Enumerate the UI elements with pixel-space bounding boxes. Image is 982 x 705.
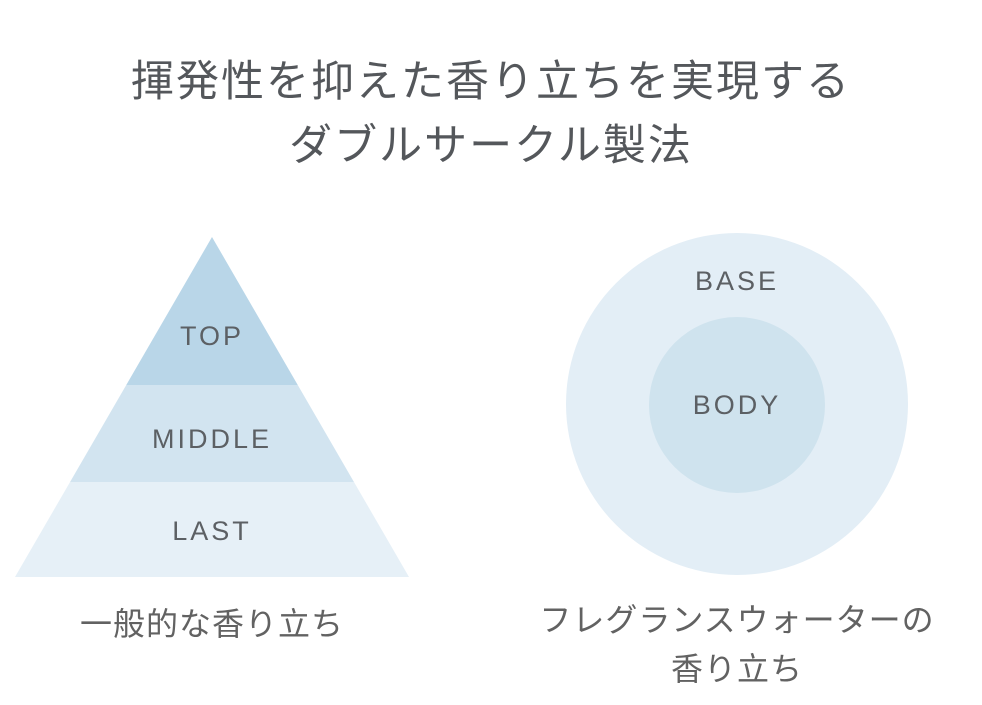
pyramid-layer-last — [15, 482, 409, 577]
base-label: BASE — [694, 266, 780, 296]
title-line-1: 揮発性を抑えた香り立ちを実現する — [131, 57, 851, 106]
pyramid-label-middle: MIDDLE — [151, 424, 272, 454]
page-title: 揮発性を抑えた香り立ちを実現する ダブルサークル製法 — [0, 50, 982, 178]
pyramid-label-top: TOP — [179, 321, 244, 351]
pyramid-label-last: LAST — [172, 516, 252, 546]
pyramid-caption: 一般的な香り立ち — [79, 606, 344, 642]
title-line-2: ダブルサークル製法 — [289, 121, 693, 170]
double-circle-caption-line-2: 香り立ち — [670, 651, 803, 687]
outer-circle-base: BASE BODY — [566, 233, 908, 575]
inner-circle-body: BODY — [649, 317, 825, 493]
double-circle-caption: フレグランスウォーターの 香り立ち — [466, 596, 982, 694]
fragrance-pyramid-diagram: TOP MIDDLE LAST — [15, 237, 409, 577]
pyramid-layer-top — [15, 237, 409, 385]
double-circle-caption-line-1: フレグランスウォーターの — [539, 602, 935, 638]
body-label: BODY — [692, 390, 782, 420]
